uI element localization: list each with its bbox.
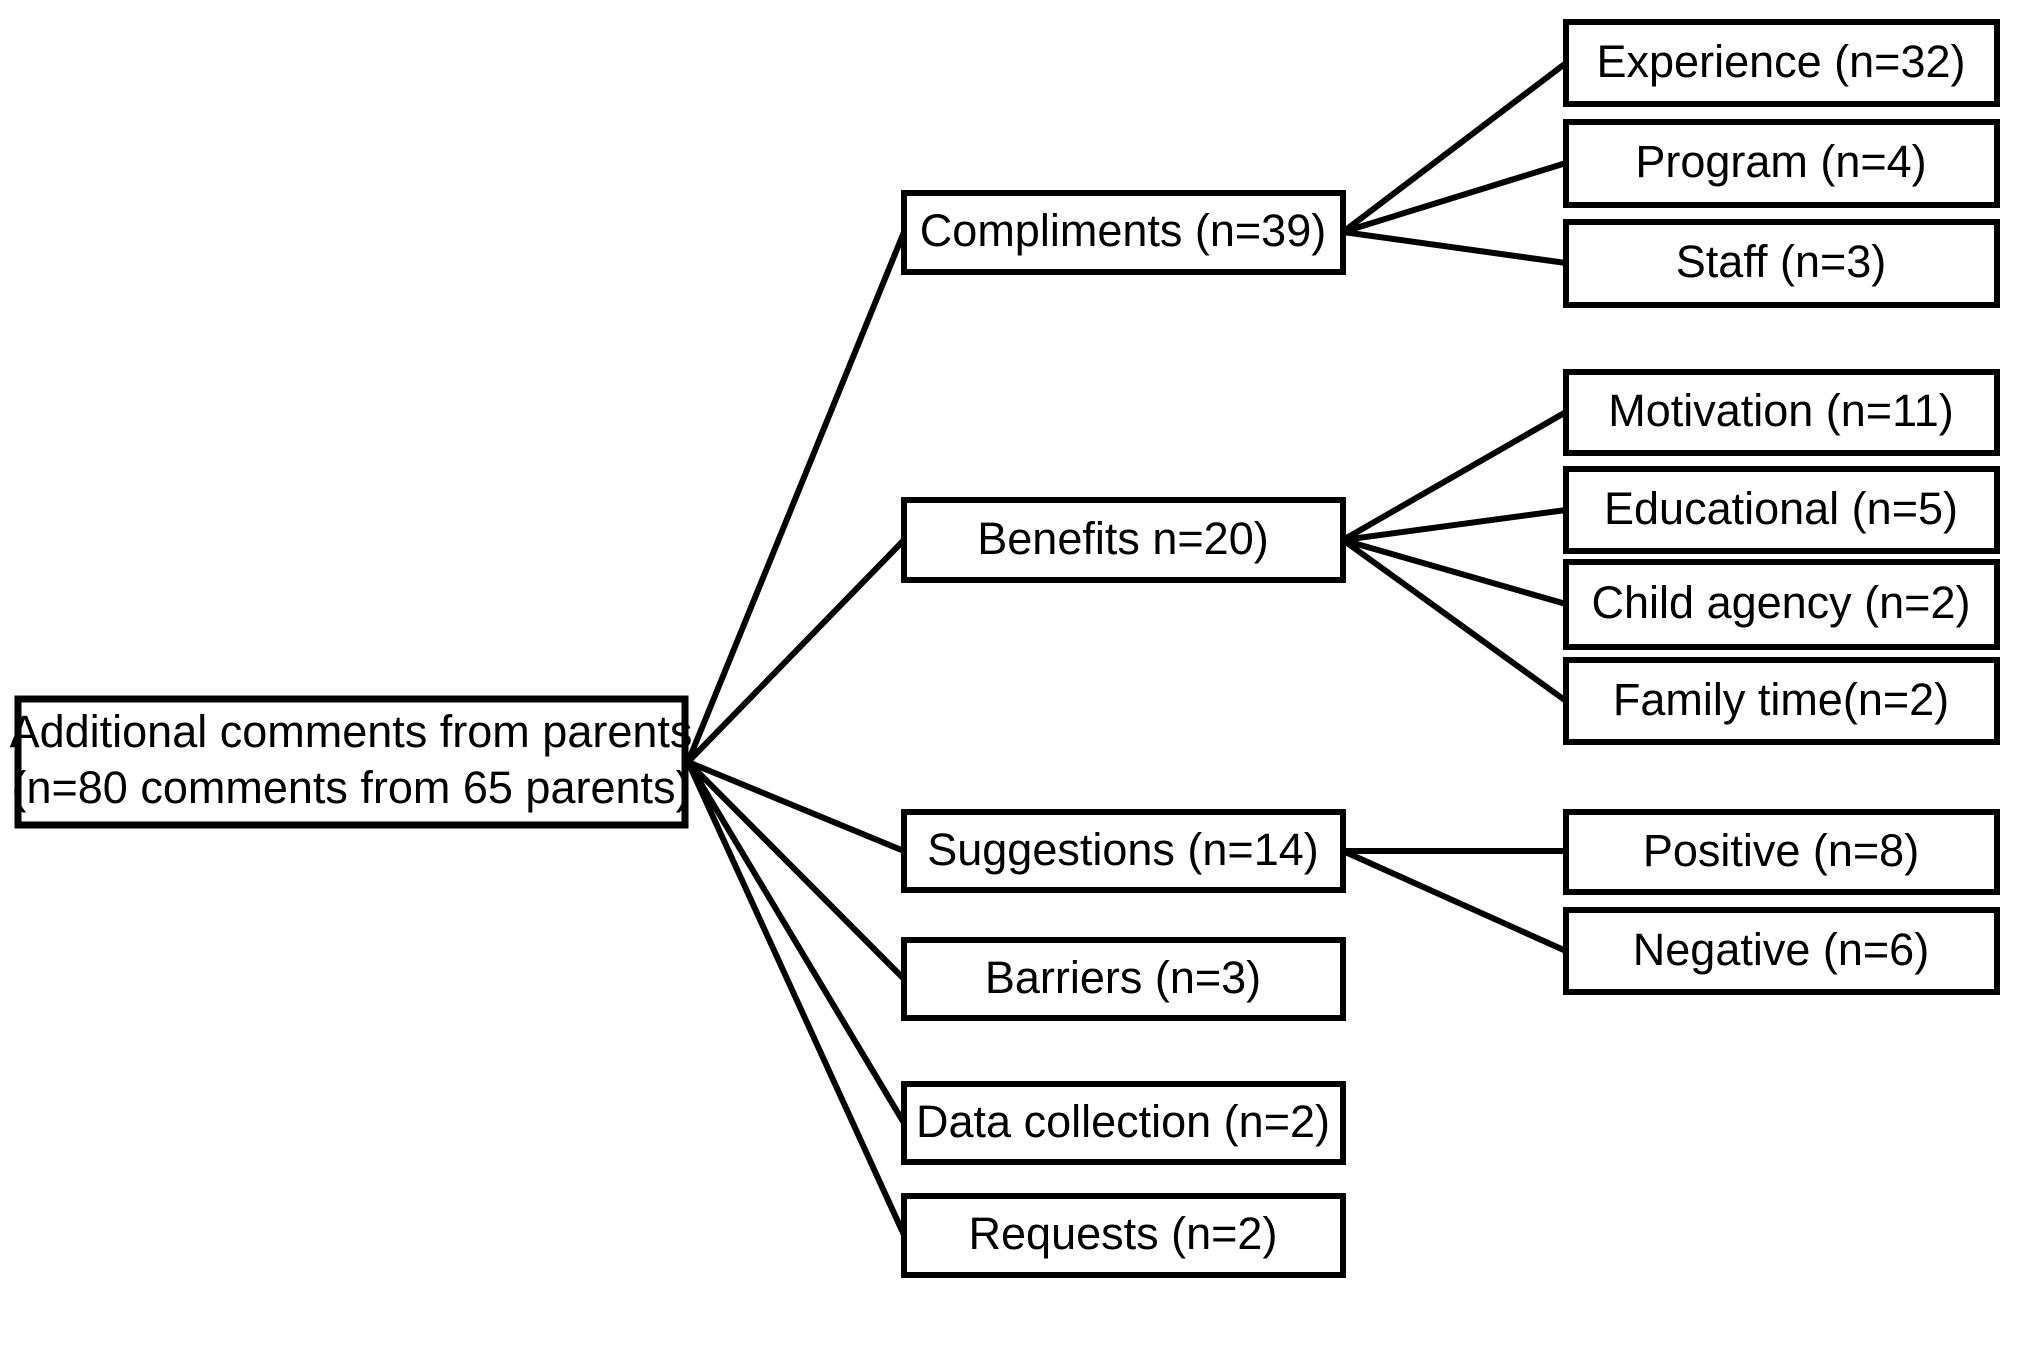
node-suggestions[interactable]: Suggestions (n=14): [901, 809, 1346, 893]
node-educational[interactable]: Educational (n=5): [1563, 466, 2000, 554]
node-benefits[interactable]: Benefits n=20): [901, 497, 1346, 583]
connector-root-to-suggestions: [686, 759, 906, 854]
node-positive-box: [1563, 809, 2000, 895]
node-staff-label: Staff (n=3): [1676, 236, 1887, 287]
node-experience[interactable]: Experience (n=32): [1563, 19, 2000, 107]
node-barriers-label: Barriers (n=3): [985, 952, 1261, 1003]
node-child-agency[interactable]: Child agency (n=2): [1563, 559, 2000, 650]
node-positive-label: Positive (n=8): [1643, 825, 1919, 876]
node-program-label: Program (n=4): [1635, 136, 1926, 187]
node-motivation-box: [1563, 369, 2000, 456]
connector-root-to-barriers: [685, 759, 907, 982]
node-experience-label: Experience (n=32): [1597, 36, 1966, 87]
connector-root-to-requests: [685, 760, 907, 1237]
connector-compliments-to-experience: [1341, 60, 1568, 235]
node-barriers[interactable]: Barriers (n=3): [901, 937, 1346, 1021]
connector-group-benefits: [1341, 409, 1568, 704]
node-root-label-line1: Additional comments from parents: [10, 706, 693, 757]
node-suggestions-label: Suggestions (n=14): [927, 824, 1319, 875]
node-requests-label: Requests (n=2): [969, 1208, 1278, 1259]
node-benefits-box: [901, 497, 1346, 583]
node-data-collection-label: Data collection (n=2): [916, 1096, 1330, 1147]
node-root[interactable]: Additional comments from parents (n=80 c…: [10, 695, 693, 829]
connector-suggestions-to-negative: [1341, 848, 1568, 954]
node-benefits-label: Benefits n=20): [977, 513, 1268, 564]
connector-compliments-to-staff: [1342, 229, 1567, 266]
node-requests[interactable]: Requests (n=2): [901, 1193, 1346, 1278]
connector-root-to-benefits: [685, 537, 907, 765]
node-barriers-box: [901, 937, 1346, 1021]
connector-benefits-to-motivation: [1341, 409, 1568, 543]
node-educational-box: [1563, 466, 2000, 554]
node-suggestions-box: [901, 809, 1346, 893]
connector-benefits-to-family-time: [1341, 537, 1568, 704]
connector-compliments-to-program: [1342, 160, 1567, 235]
connector-group-suggestions: [1341, 848, 1568, 954]
node-family-time[interactable]: Family time(n=2): [1563, 657, 2000, 745]
node-motivation[interactable]: Motivation (n=11): [1563, 369, 2000, 456]
node-negative-box: [1563, 907, 2000, 995]
node-compliments-box: [901, 190, 1346, 275]
node-data-collection[interactable]: Data collection (n=2): [901, 1081, 1346, 1165]
node-requests-box: [901, 1193, 1346, 1278]
node-motivation-label: Motivation (n=11): [1608, 385, 1954, 436]
node-educational-label: Educational (n=5): [1604, 483, 1958, 534]
node-data-collection-box: [901, 1081, 1346, 1165]
node-child-agency-box: [1563, 559, 2000, 650]
node-root-box: [14, 695, 689, 829]
node-staff[interactable]: Staff (n=3): [1563, 219, 2000, 308]
node-child-agency-label: Child agency (n=2): [1592, 577, 1971, 628]
connector-group-root: [685, 230, 907, 1237]
node-experience-box: [1563, 19, 2000, 107]
connector-group-compliments: [1341, 60, 1568, 266]
node-family-time-label: Family time(n=2): [1613, 674, 1949, 725]
connector-root-to-data-collection: [685, 760, 907, 1125]
node-family-time-box: [1563, 657, 2000, 745]
node-negative-label: Negative (n=6): [1633, 924, 1929, 975]
connector-benefits-to-child-agency: [1342, 537, 1567, 607]
node-positive[interactable]: Positive (n=8): [1563, 809, 2000, 895]
node-program[interactable]: Program (n=4): [1563, 119, 2000, 208]
node-root-label-line2: (n=80 comments from 65 parents): [11, 762, 690, 813]
node-staff-box: [1563, 219, 2000, 308]
node-compliments-label: Compliments (n=39): [920, 205, 1326, 256]
connector-root-to-compliments: [685, 230, 907, 764]
node-program-box: [1563, 119, 2000, 208]
connector-benefits-to-educational: [1342, 507, 1567, 543]
node-negative[interactable]: Negative (n=6): [1563, 907, 2000, 995]
node-compliments[interactable]: Compliments (n=39): [901, 190, 1346, 275]
